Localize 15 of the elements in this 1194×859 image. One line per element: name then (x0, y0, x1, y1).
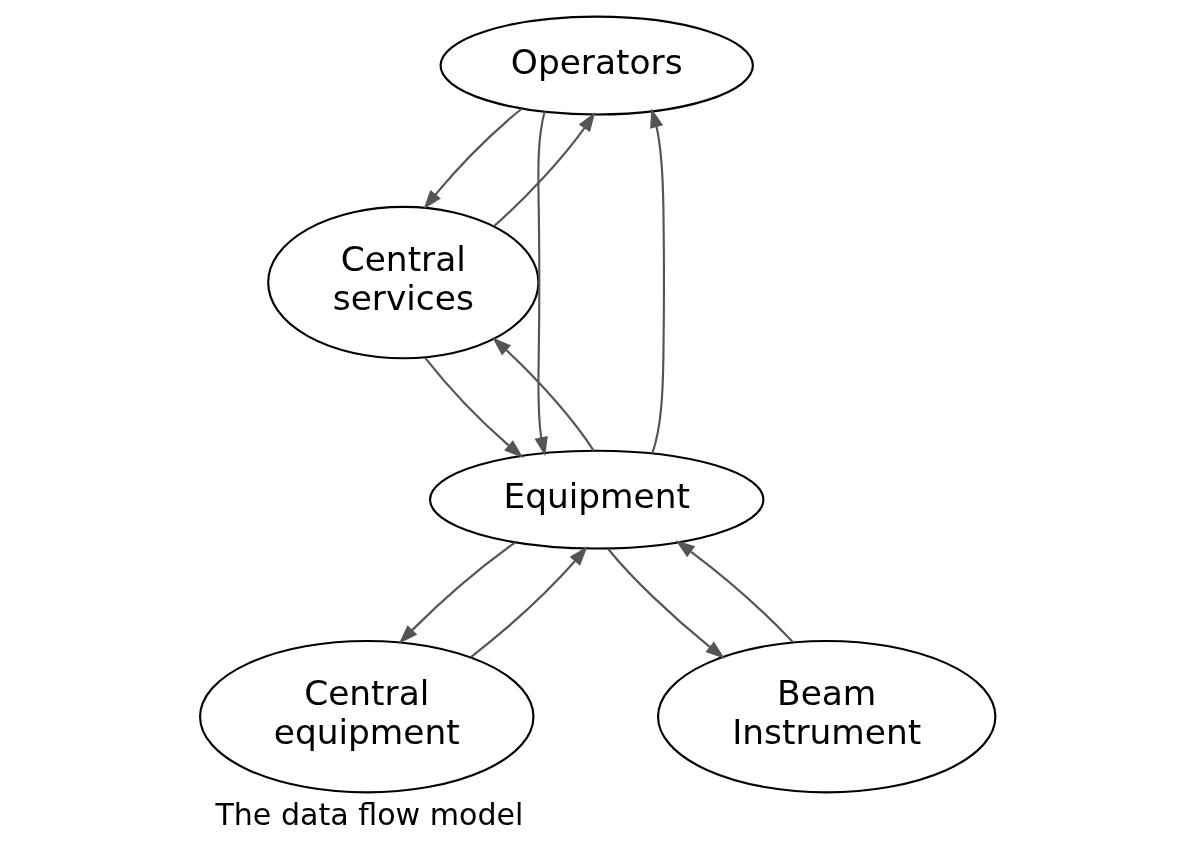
arrow (534, 111, 548, 457)
arrow (675, 540, 793, 643)
node-ellipse: Operators (439, 15, 754, 116)
node-ellipse: Central services (266, 205, 539, 360)
arrow (398, 541, 516, 644)
arrow (606, 548, 725, 659)
node-ellipse: Central equipment (198, 639, 535, 794)
arrow (491, 337, 595, 452)
arrow (649, 108, 665, 454)
arrow (493, 112, 595, 227)
arrow (423, 107, 522, 210)
arrow (423, 357, 523, 458)
arrow (470, 546, 587, 658)
caption: The data flow model (214, 797, 523, 833)
node-ellipse: Equipment (428, 449, 764, 550)
